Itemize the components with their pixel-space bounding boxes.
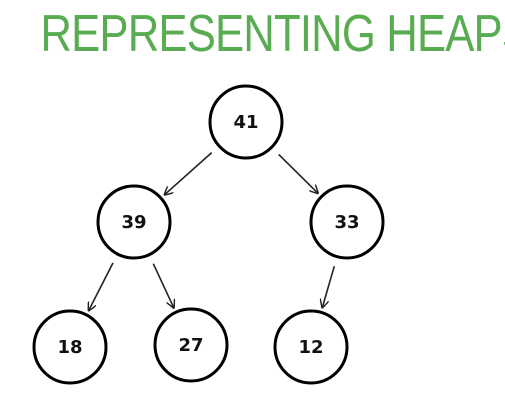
node-value-label: 39 <box>121 212 146 233</box>
node-value-label: 18 <box>57 337 82 358</box>
edge-arrow-left-to-left-right <box>152 263 174 308</box>
node-circle <box>32 309 108 385</box>
heap-node-left: 39 <box>96 184 172 260</box>
heap-node-right: 33 <box>309 184 385 260</box>
node-value-label: 33 <box>334 212 359 233</box>
edge-arrow-root-to-right <box>278 153 318 193</box>
edge-arrow-right-to-right-left <box>322 265 336 307</box>
node-value-label: 27 <box>178 335 203 356</box>
node-circle <box>153 307 229 383</box>
node-circle <box>96 184 172 260</box>
edges-layer <box>89 152 336 311</box>
node-circle <box>208 84 284 160</box>
node-value-label: 12 <box>298 337 323 358</box>
edge-arrow-left-to-left-left <box>89 262 114 311</box>
edge-arrow-root-to-left <box>165 152 213 195</box>
heap-node-right-left: 12 <box>273 309 349 385</box>
nodes-layer: 41 39 33 18 27 12 <box>32 84 385 385</box>
page-title: REPRESENTING HEAPS <box>40 5 505 63</box>
node-value-label: 41 <box>233 112 258 133</box>
heap-node-left-left: 18 <box>32 309 108 385</box>
heap-node-left-right: 27 <box>153 307 229 383</box>
node-circle <box>309 184 385 260</box>
heap-node-root: 41 <box>208 84 284 160</box>
node-circle <box>273 309 349 385</box>
